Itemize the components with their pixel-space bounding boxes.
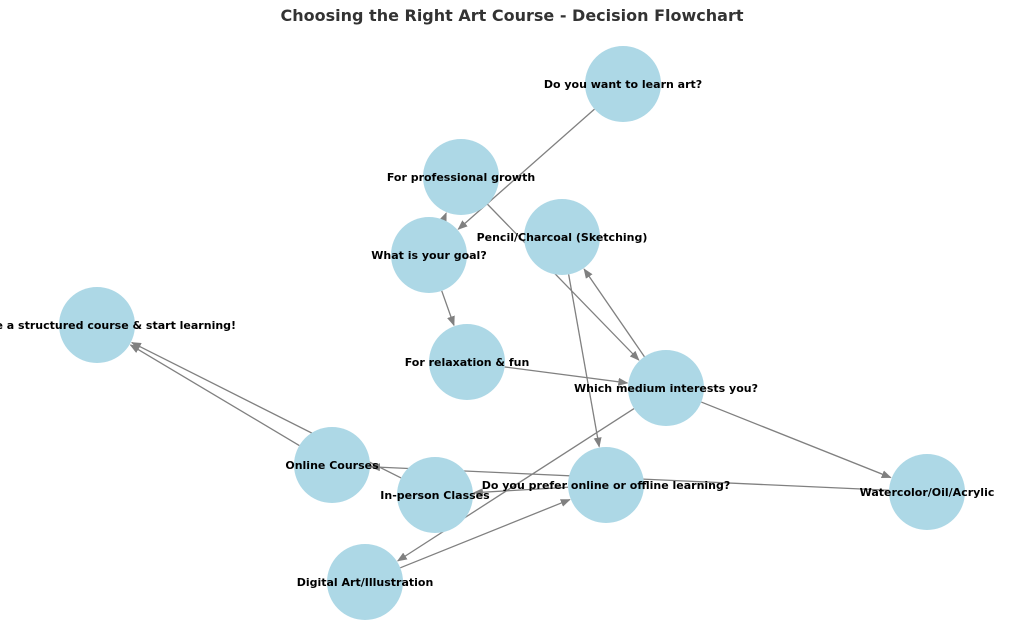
node-label-mode: Do you prefer online or offline learning… — [482, 479, 731, 492]
edge-digital-to-mode — [400, 498, 571, 569]
edge-goal-to-fun — [441, 290, 455, 327]
node-water — [889, 454, 965, 530]
node-pencil — [524, 199, 600, 275]
node-label-digital: Digital Art/Illustration — [297, 576, 434, 589]
edge-medium-to-pencil — [583, 268, 645, 358]
edge-pro-to-medium — [487, 203, 640, 361]
edge-pencil-to-mode — [567, 274, 602, 448]
node-label-goal: What is your goal? — [371, 249, 486, 262]
node-start — [585, 46, 661, 122]
node-label-medium: Which medium interests you? — [574, 382, 758, 395]
edge-fun-to-medium — [504, 366, 629, 386]
node-label-inperson: In-person Classes — [380, 489, 490, 502]
edge-medium-to-digital — [396, 408, 635, 562]
node-label-start: Do you want to learn art? — [544, 78, 702, 91]
edge-medium-to-water — [701, 401, 892, 479]
node-inperson — [397, 457, 473, 533]
edge-online-to-enroll — [129, 344, 300, 447]
edge-mode-to-inperson — [472, 486, 569, 497]
labels-layer: Do you want to learn art? What is your go… — [0, 78, 994, 589]
node-label-online: Online Courses — [285, 459, 379, 472]
node-pro — [423, 139, 499, 215]
node-label-enroll: Choose a structured course & start learn… — [0, 319, 236, 332]
node-fun — [429, 324, 505, 400]
node-online — [294, 427, 370, 503]
node-medium — [628, 350, 704, 426]
node-label-water: Watercolor/Oil/Acrylic — [860, 486, 995, 499]
node-label-pro: For professional growth — [387, 171, 535, 184]
node-label-pencil: Pencil/Charcoal (Sketching) — [477, 231, 648, 244]
nodes-layer — [59, 46, 965, 620]
diagram-title: Choosing the Right Art Course - Decision… — [280, 6, 744, 25]
node-label-fun: For relaxation & fun — [405, 356, 530, 369]
node-enroll — [59, 287, 135, 363]
node-goal — [391, 217, 467, 293]
edge-goal-to-pro — [439, 212, 447, 223]
node-digital — [327, 544, 403, 620]
node-mode — [568, 447, 644, 523]
